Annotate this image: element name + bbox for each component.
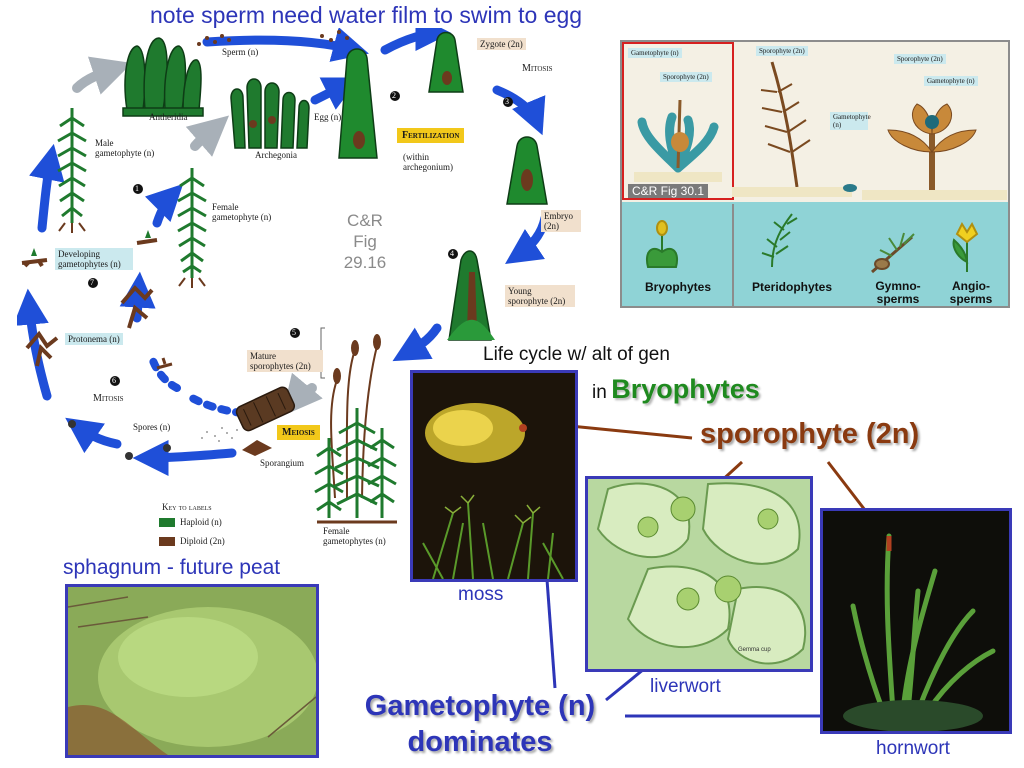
key-diploid: Diploid (2n) [180, 536, 225, 546]
step-number: 4 [450, 249, 454, 258]
female-gametophytes-label: Female gametophytes (n) [323, 526, 386, 546]
group-pteridophytes: Pteridophytes [751, 280, 832, 294]
gametophyte-label-line2: dominates [407, 726, 553, 758]
sperm-label: Sperm (n) [222, 47, 259, 57]
hornwort-caption: hornwort [876, 738, 950, 759]
step-number: 5 [292, 328, 296, 337]
step-4 [448, 249, 458, 259]
moss-photo [410, 370, 578, 582]
mitosis-label-top: Mitosis [522, 63, 553, 74]
step-number: 1 [135, 184, 139, 193]
group-angiosperms: Angio- sperms [949, 279, 993, 306]
hornwort-photo [820, 508, 1012, 734]
mature-sporophytes-label: Mature sporophytes (2n) [247, 350, 323, 372]
step-number: 3 [505, 97, 509, 106]
young-sporophyte-label: Young sporophyte (2n) [505, 285, 575, 307]
sporophyte-label: sporophyte (2n) [700, 418, 920, 450]
bryophyte-frame [622, 42, 734, 200]
group-bryophytes: Bryophytes [644, 280, 712, 294]
comparison-figure-ref: C&R Fig 30.1 [628, 184, 709, 198]
step-number: 6 [112, 376, 116, 385]
liverwort-photo-art [588, 479, 810, 669]
hornwort-photo-art [823, 511, 1009, 731]
lifecycle-diagram: 1 2 3 4 5 6 7 Sperm (n) Antheridia Male … [12, 15, 585, 586]
tag-fern-gametophyte: Gametophyte (n) [830, 112, 871, 130]
step-number: 7 [90, 278, 94, 287]
tag-bryo-gametophyte: Gametophyte (n) [628, 48, 682, 58]
tag-bryo-sporophyte: Sporophyte (2n) [660, 72, 712, 82]
title-highlight: Bryophytes [611, 374, 760, 404]
step-1 [133, 184, 143, 194]
bottom-frame-left [622, 204, 734, 308]
spores-label: Spores (n) [133, 422, 171, 432]
sporangium-label: Sporangium [260, 458, 304, 468]
fertilization-note: (within archegonium) [403, 152, 453, 172]
comparison-art [634, 61, 1007, 274]
zygote-label: Zygote (2n) [477, 38, 526, 50]
step-2 [390, 91, 400, 101]
gametophyte-label: Gametophyte (n) dominates [340, 688, 620, 760]
title-line2: in Bryophytes [592, 374, 760, 405]
sphagnum-caption: sphagnum - future peat [63, 556, 281, 579]
liverwort-caption: liverwort [650, 676, 721, 697]
figure-ref-line: C&R [347, 211, 383, 230]
comparison-panel: Gametophyte (n) Sporophyte (2n) Sporophy… [620, 40, 1010, 308]
fertilization-label: Fertilization [397, 128, 465, 143]
figure-ref: C&R Fig 29.16 [335, 210, 395, 273]
liverwort-photo: Gemma cup [585, 476, 813, 672]
tag-seed-gametophyte: Gametophyte (n) [924, 76, 978, 86]
heading: note sperm need water film to swim to eg… [150, 2, 583, 28]
step-6 [110, 376, 120, 386]
archegonia-label: Archegonia [255, 150, 297, 160]
moss-caption: moss [458, 584, 504, 605]
lifecycle-art [12, 15, 550, 546]
group-gymnosperms: Gymno- sperms [875, 279, 921, 306]
gemma-cup-inset: Gemma cup [738, 647, 771, 653]
antheridia-label: Antheridia [149, 112, 188, 122]
egg-label: Egg (n) [314, 112, 342, 122]
sphagnum-photo [65, 584, 319, 758]
figure-ref-line: Fig [353, 232, 377, 251]
moss-photo-art [413, 373, 575, 579]
step-number: 2 [392, 91, 396, 100]
mitosis-label-left: Mitosis [93, 393, 124, 404]
tag-seed-sporophyte: Sporophyte (2n) [894, 54, 946, 64]
gametophyte-label-line1: Gametophyte (n) [364, 690, 596, 722]
tag-fern-sporophyte: Sporophyte (2n) [756, 46, 808, 56]
male-gametophyte-label: Male gametophyte (n) [95, 138, 155, 158]
step-5 [290, 328, 300, 338]
meiosis-label: Meiosis [277, 425, 320, 440]
title-prefix: in [592, 382, 607, 403]
key-title: Key to labels [162, 502, 212, 512]
female-gametophyte-label: Female gametophyte (n) [212, 202, 272, 222]
title-line1: Life cycle w/ alt of gen [483, 344, 670, 365]
key-haploid: Haploid (n) [180, 517, 222, 527]
developing-gametophytes-label: Developing gametophytes (n) [55, 248, 133, 270]
embryo-label: Embryo (2n) [541, 210, 581, 232]
step-3 [503, 97, 513, 107]
protonema-label: Protonema (n) [65, 333, 123, 345]
figure-ref-line: 29.16 [343, 253, 387, 272]
step-7 [88, 278, 98, 288]
sphagnum-photo-art [68, 587, 316, 755]
